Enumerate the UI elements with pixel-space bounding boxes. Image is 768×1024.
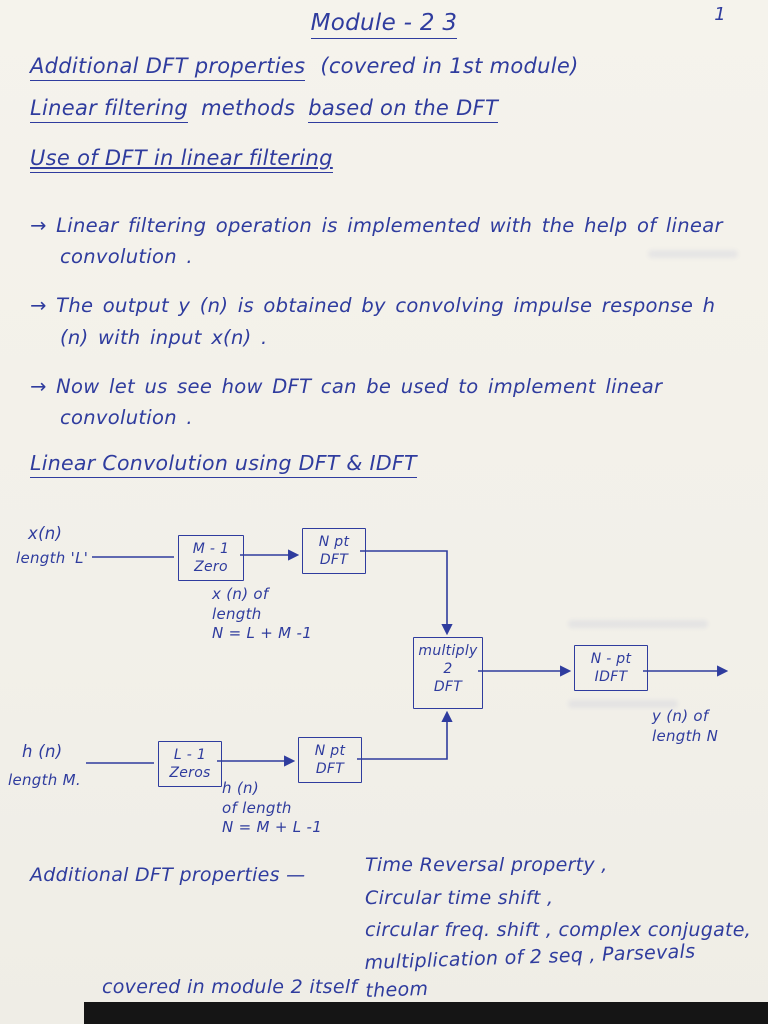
property-item-1: Time Reversal property , [365, 854, 608, 876]
heading-linear-filtering-part3: based on the DFT [308, 96, 499, 123]
property-item-4: multiplication of 2 seq , Parsevals theo… [364, 940, 696, 1002]
module-title: Module - 2 3 [310, 10, 458, 39]
property-item-2: Circular time shift , [365, 886, 554, 909]
heading-linear-convolution-row: Linear Convolution using DFT & IDFT [30, 451, 752, 479]
scan-edge-artifact [84, 1002, 768, 1024]
heading-linear-filtering-row: Linear filtering methods based on the DF… [30, 96, 752, 123]
page-number: 1 [714, 4, 726, 25]
multiply-dft-box: multiply 2 DFT [413, 637, 483, 709]
heading-additional-dft-row: Additional DFT properties (covered in 1s… [30, 54, 752, 81]
zero-pad-box-bottom: L - 1 Zeros [158, 741, 222, 788]
signal-h-length-label: length M. [8, 771, 81, 789]
signal-h-label: h (n) [22, 742, 63, 761]
heading-use-of-dft: Use of DFT in linear filtering [30, 146, 333, 173]
signal-x-length-label: length 'L' [16, 549, 89, 567]
module-title-row: Module - 2 3 [0, 10, 768, 39]
bleed-through-artifact [648, 250, 738, 258]
heading-additional-dft-note: (covered in 1st module) [320, 54, 579, 78]
n-pt-dft-box-top: N pt DFT [302, 528, 366, 575]
note-line-1: → Linear filtering operation is implemen… [30, 214, 723, 269]
x-length-note: x (n) of length N = L + M -1 [212, 585, 313, 642]
note-line-2: → The output y (n) is obtained by convol… [30, 294, 716, 349]
diagram-arrows [86, 549, 729, 767]
property-item-3: circular freq. shift , complex conjugate… [365, 919, 752, 942]
heading-use-of-dft-row: Use of DFT in linear filtering [30, 146, 752, 173]
heading-additional-dft: Additional DFT properties [30, 54, 306, 81]
bleed-through-artifact [568, 620, 708, 628]
h-length-note: h (n) of length N = M + L -1 [222, 779, 323, 836]
zero-pad-box-top: M - 1 Zero [178, 535, 244, 582]
heading-linear-filtering-part2: methods [201, 96, 296, 120]
note-line-3: → Now let us see how DFT can be used to … [30, 374, 663, 429]
heading-linear-filtering-part1: Linear filtering [30, 96, 189, 123]
bleed-through-artifact [568, 700, 678, 708]
heading-linear-convolution: Linear Convolution using DFT & IDFT [30, 451, 417, 479]
covered-note: covered in module 2 itself [102, 976, 358, 998]
n-pt-dft-box-bottom: N pt DFT [298, 737, 362, 784]
additional-properties-lead: Additional DFT properties — [30, 864, 306, 886]
signal-x-label: x(n) [28, 524, 63, 543]
n-pt-idft-box: N - pt IDFT [574, 645, 648, 692]
additional-properties-list: Time Reversal property , Circular time s… [364, 852, 758, 1010]
output-y-label: y (n) of length N [652, 707, 719, 745]
block-diagram: x(n) length 'L' M - 1 Zero N pt DFT x (n… [0, 515, 768, 860]
notes-body: Additional DFT properties (covered in 1s… [30, 48, 752, 479]
